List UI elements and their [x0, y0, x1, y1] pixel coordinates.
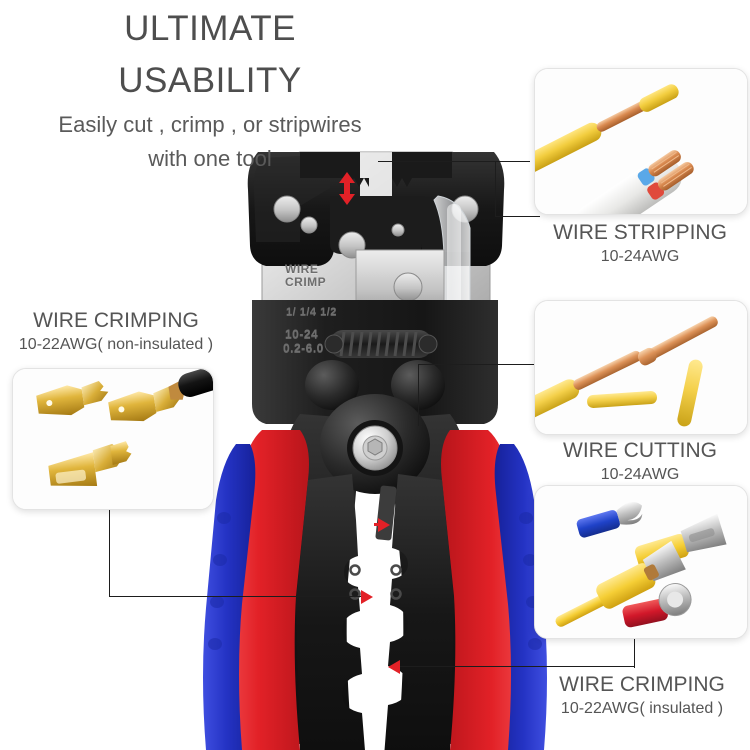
cutter-arrow: [378, 518, 390, 532]
headline-subtitle-2: with one tool: [148, 146, 272, 171]
label-wire-crimping-insulated: WIRE CRIMPING 10-22AWG( insulated ): [534, 672, 750, 720]
label-title-wire-cutting: WIRE CUTTING: [563, 439, 717, 462]
leader-line-cutting: [418, 364, 540, 365]
label-spec-wire-cutting: 10-24AWG: [600, 466, 680, 483]
headline-line-2: USABILITY: [118, 61, 302, 100]
photo-wire-stripping: [535, 69, 747, 214]
leader-line-stripping-top: [378, 161, 530, 162]
callout-card-wire-crimping-non-insulated: [12, 368, 214, 510]
tool-upper-jaws: [247, 152, 505, 266]
label-wire-crimping-non-insulated: WIRE CRIMPING 10-22AWG( non-insulated ): [0, 308, 232, 356]
label-wire-cutting: WIRE CUTTING 10-24AWG: [534, 438, 746, 486]
tool-spring: [324, 330, 438, 358]
label-spec-wire-crimping-non-insulated: 10-22AWG( non-insulated ): [18, 336, 214, 353]
headline-block: ULTIMATE USABILITY Easily cut , crimp , …: [0, 0, 420, 176]
photo-wire-crimping-non-insulated: [13, 369, 213, 509]
strip-arrow-down: [339, 194, 355, 205]
leader-line-cutting-vert: [418, 364, 419, 426]
tool-crimp-jaws: [296, 474, 454, 750]
strip-arrow-stem-up: [344, 181, 350, 190]
leader-line-stripping-into-card: [495, 216, 540, 217]
tool-pivot: [320, 394, 430, 494]
leader-line-left-crimp-horiz: [109, 596, 361, 597]
label-spec-wire-stripping: 10-24AWG: [600, 248, 680, 265]
leader-line-left-crimp-vert: [109, 508, 110, 596]
headline-line-1: ULTIMATE: [124, 9, 296, 48]
leader-line-stripping-down: [495, 161, 496, 217]
leader-line-right-crimp-vert: [634, 638, 635, 668]
right-crimp-arrow: [388, 660, 400, 674]
label-title-wire-crimping-insulated: WIRE CRIMPING: [559, 673, 725, 696]
label-title-wire-stripping: WIRE STRIPPING: [553, 221, 727, 244]
leader-line-right-crimp-horiz: [400, 666, 635, 667]
callout-card-wire-cutting: [534, 300, 748, 435]
tool-body: [252, 300, 498, 424]
label-wire-stripping: WIRE STRIPPING 10-24AWG: [534, 220, 746, 268]
photo-wire-crimping-insulated: [535, 486, 747, 638]
callout-card-wire-stripping: [534, 68, 748, 215]
headline-subtitle-1: Easily cut , crimp , or stripwires: [58, 112, 362, 137]
cutter-arrow-stem: [374, 523, 380, 526]
label-spec-wire-crimping-insulated: 10-22AWG( insulated ): [560, 700, 724, 717]
tool-clear-guard: [431, 195, 471, 327]
strip-arrow-up: [339, 172, 355, 183]
callout-card-wire-crimping-insulated: [534, 485, 748, 639]
label-title-wire-crimping-non-insulated: WIRE CRIMPING: [33, 309, 199, 332]
left-crimp-arrow: [361, 590, 373, 604]
tool-bumper-left: [305, 360, 359, 410]
photo-wire-cutting: [535, 301, 747, 434]
